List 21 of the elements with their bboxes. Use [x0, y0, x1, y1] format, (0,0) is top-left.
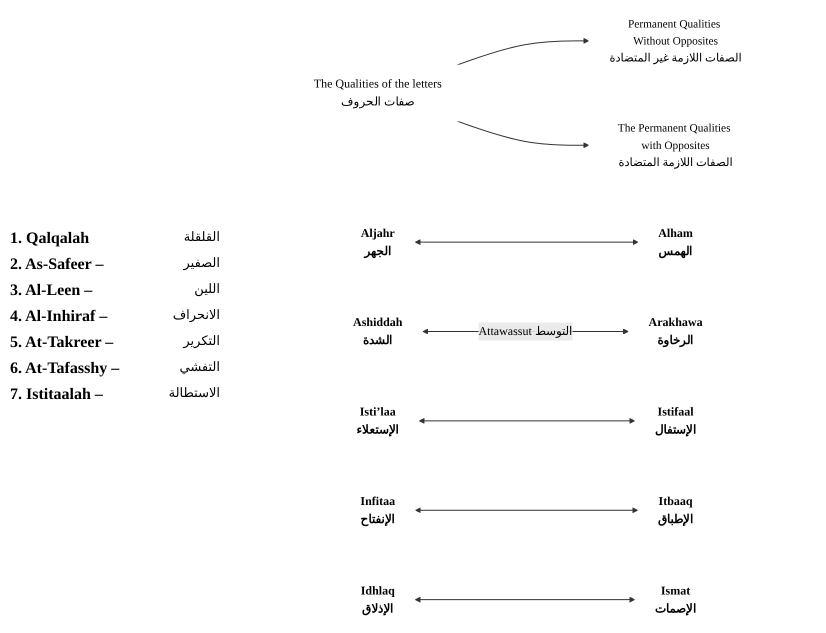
arrow: [456, 38, 590, 66]
arrow: [414, 239, 638, 246]
edge-label: Attawassut التوسط: [478, 324, 572, 338]
arrow: [418, 418, 636, 424]
arrow: [415, 507, 638, 514]
list-item-text: 2. As-Safeer –: [10, 256, 105, 274]
list-item-text: 5. At-Takreer –: [10, 334, 114, 352]
list-item-text: اللين: [193, 282, 220, 298]
list-item-text: 3. Al-Leen –: [10, 282, 94, 300]
list-item-text: الانحراف: [172, 308, 220, 324]
arrow: [456, 120, 590, 148]
arrow: [414, 596, 636, 603]
list-item-text: 4. Al-Inhiraf –: [10, 308, 108, 326]
list-item-text: 7. Istitaalah –: [10, 386, 104, 404]
list-item-text: الاستطالة: [168, 386, 220, 402]
list-item-text: 6. At-Tafasshy –: [10, 360, 120, 378]
list-item-text: الصفير: [182, 256, 220, 272]
list-item-text: التكرير: [182, 334, 220, 350]
list-item-text: 1. Qalqalah: [10, 230, 90, 248]
list-item-text: التفشي: [178, 360, 220, 376]
list-item-text: القلقلة: [182, 230, 220, 246]
